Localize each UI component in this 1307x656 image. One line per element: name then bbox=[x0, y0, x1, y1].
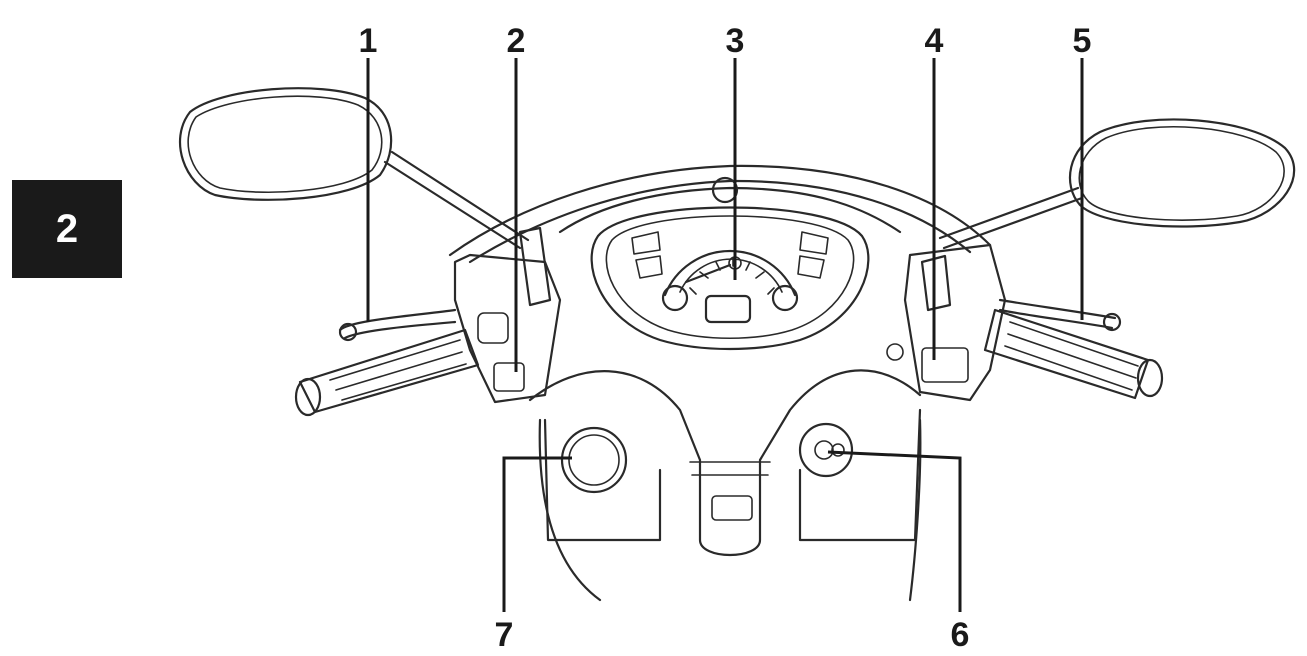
callout-7: 7 bbox=[495, 616, 514, 654]
callout-2: 2 bbox=[507, 22, 526, 60]
callout-4: 4 bbox=[925, 22, 944, 60]
right-handlebar-assembly bbox=[887, 245, 1162, 400]
callout-3: 3 bbox=[726, 22, 745, 60]
leg-shield bbox=[530, 370, 920, 600]
callout-1: 1 bbox=[359, 22, 378, 60]
instrument-cluster bbox=[592, 178, 869, 349]
left-handlebar-assembly bbox=[296, 228, 560, 415]
leader-lines bbox=[368, 58, 1082, 612]
right-mirror bbox=[940, 119, 1294, 248]
callout-5: 5 bbox=[1073, 22, 1092, 60]
callout-6: 6 bbox=[951, 616, 970, 654]
left-mirror bbox=[180, 88, 528, 248]
front-cowl bbox=[450, 166, 990, 262]
